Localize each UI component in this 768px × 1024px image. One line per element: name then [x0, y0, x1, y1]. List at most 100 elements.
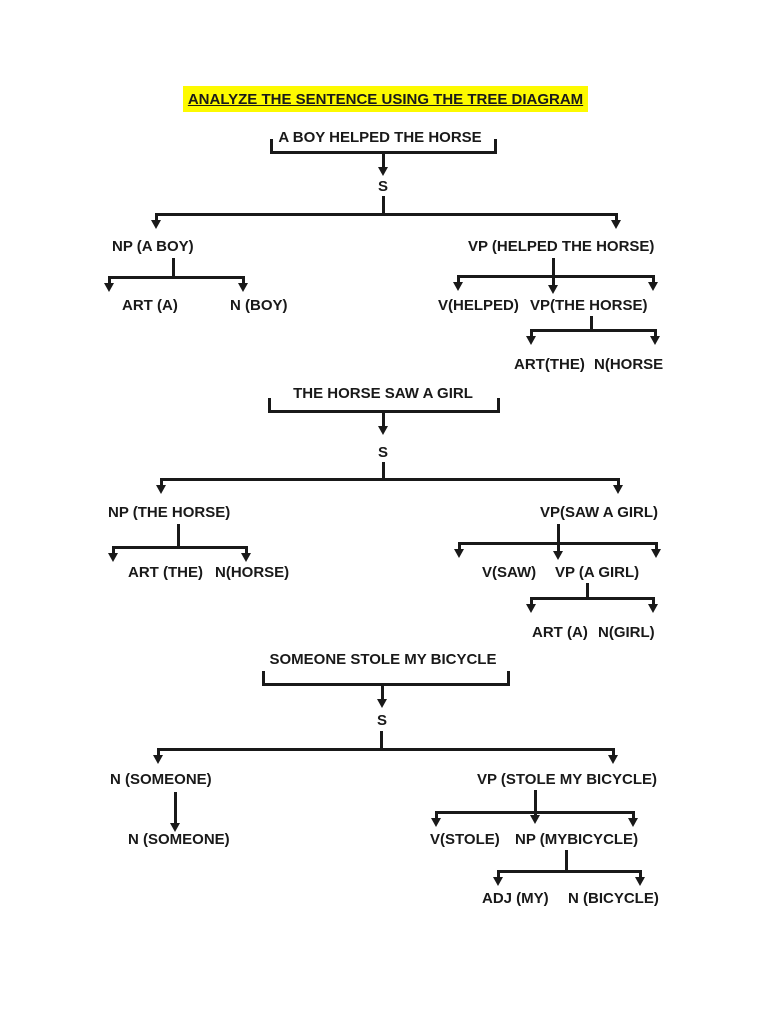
arrow-down-icon [153, 755, 163, 764]
arrow-down-icon [651, 549, 661, 558]
tree1-art2-label: ART(THE) [514, 356, 585, 373]
arrow-down-icon [650, 336, 660, 345]
tree3-n2-label: N (BICYCLE) [568, 890, 659, 907]
tree2-np-stub-line [177, 524, 180, 546]
tree2-vp2-drop-right [652, 597, 655, 605]
arrow-down-icon [377, 699, 387, 708]
arrow-down-icon [454, 549, 464, 558]
tree3-n-child-label: N (SOMEONE) [128, 831, 230, 848]
tree2-n-label: N(HORSE) [215, 564, 290, 581]
tree3-root-label: S [376, 712, 387, 729]
tree1-vp2-label: VP(THE HORSE) [530, 297, 648, 314]
tree3-np2-branch-line [497, 870, 642, 873]
arrow-down-icon [378, 426, 388, 435]
arrow-down-icon [108, 553, 118, 562]
arrow-down-icon [526, 336, 536, 345]
arrow-down-icon [548, 285, 558, 294]
tree1-level1-drop-right [615, 213, 618, 221]
tree1-vp-drop-left [457, 275, 460, 283]
arrow-down-icon [553, 551, 563, 560]
tree3-root-stub-line [380, 731, 383, 748]
tree3-n-subject-label: N (SOMEONE) [110, 771, 212, 788]
title-highlight: ANALYZE THE SENTENCE USING THE TREE DIAG… [183, 86, 588, 112]
tree1-np-label: NP (A BOY) [112, 238, 194, 255]
tree1-root-arrow-line [382, 154, 385, 168]
arrow-down-icon [493, 877, 503, 886]
arrow-down-icon [453, 282, 463, 291]
tree1-art-label: ART (A) [122, 297, 178, 314]
arrow-down-icon [526, 604, 536, 613]
tree3-vp-drop-left [435, 811, 438, 819]
tree3-np2-drop-right [639, 870, 642, 878]
tree3-sentence: SOMEONE STOLE MY BICYCLE [269, 651, 497, 668]
tree1-level1-drop-left [155, 213, 158, 221]
tree2-n2-label: N(GIRL) [598, 624, 655, 641]
tree1-level1-branch-line [155, 213, 618, 216]
tree2-level1-drop-right [617, 478, 620, 486]
tree1-vp-drop-right [652, 275, 655, 283]
arrow-down-icon [170, 823, 180, 832]
tree2-v-label: V(SAW) [482, 564, 537, 581]
tree1-vp-label: VP (HELPED THE HORSE) [468, 238, 655, 255]
tree2-vp-label: VP(SAW A GIRL) [540, 504, 659, 521]
tree1-root-stub-line [382, 196, 385, 213]
tree3-v-label: V(STOLE) [430, 831, 500, 848]
arrow-down-icon [104, 283, 114, 292]
arrow-down-icon [648, 282, 658, 291]
tree1-v-label: V(HELPED) [438, 297, 519, 314]
tree2-vp-drop-right [655, 542, 658, 550]
arrow-down-icon [628, 818, 638, 827]
tree2-vp2-label: VP (A GIRL) [555, 564, 640, 581]
arrow-down-icon [608, 755, 618, 764]
arrow-down-icon [648, 604, 658, 613]
tree1-sentence-bracket-tick-right [494, 139, 497, 154]
tree2-vp-center-line [557, 524, 560, 552]
tree2-np-branch-line [112, 546, 248, 549]
tree2-art2-label: ART (A) [532, 624, 588, 641]
tree1-sentence: A BOY HELPED THE HORSE [278, 129, 482, 146]
tree1-np-drop-left [108, 276, 111, 284]
tree2-level1-branch-line [160, 478, 620, 481]
tree3-vp-drop-right [632, 811, 635, 819]
tree2-sentence-bracket-line [268, 410, 500, 413]
tree3-root-arrow-line [381, 686, 384, 700]
tree1-root-label: S [377, 178, 388, 195]
arrow-down-icon [613, 485, 623, 494]
tree3-vp-center-line [534, 790, 537, 816]
tree2-vp-branch-line [458, 542, 658, 545]
tree3-sentence-bracket-tick-left [262, 671, 265, 686]
tree1-vp-branch-line [457, 275, 655, 278]
arrow-down-icon [151, 220, 161, 229]
arrow-down-icon [378, 167, 388, 176]
tree1-n2-label: N(HORSE [594, 356, 664, 373]
arrow-down-icon [238, 283, 248, 292]
tree1-vp-center-line [552, 258, 555, 286]
tree2-art-label: ART (THE) [128, 564, 203, 581]
tree2-sentence-bracket-tick-right [497, 398, 500, 413]
tree2-np-label: NP (THE HORSE) [108, 504, 231, 521]
tree1-sentence-bracket-tick-left [270, 139, 273, 154]
tree3-n-arrow-line [174, 792, 177, 824]
tree2-vp2-branch-line [530, 597, 655, 600]
tree2-sentence-bracket-tick-left [268, 398, 271, 413]
tree1-vp2-branch-line [530, 329, 657, 332]
arrow-down-icon [431, 818, 441, 827]
tree3-level1-drop-left [157, 748, 160, 756]
tree2-vp2-stub-line [586, 583, 589, 597]
tree1-np-branch-line [108, 276, 245, 279]
arrow-down-icon [241, 553, 251, 562]
tree1-vp2-stub-line [590, 316, 593, 329]
tree2-np-drop-right [245, 546, 248, 554]
tree2-level1-drop-left [160, 478, 163, 486]
arrow-down-icon [611, 220, 621, 229]
tree3-vp-label: VP (STOLE MY BICYCLE) [477, 771, 658, 788]
tree2-root-label: S [377, 444, 388, 461]
tree3-sentence-bracket-line [262, 683, 510, 686]
tree1-vp2-drop-right [654, 329, 657, 337]
tree3-np2-stub-line [565, 850, 568, 870]
tree3-vp-branch-line [435, 811, 635, 814]
tree3-adj-label: ADJ (MY) [482, 890, 549, 907]
page-title: ANALYZE THE SENTENCE USING THE TREE DIAG… [187, 90, 584, 108]
tree1-np-stub-line [172, 258, 175, 276]
